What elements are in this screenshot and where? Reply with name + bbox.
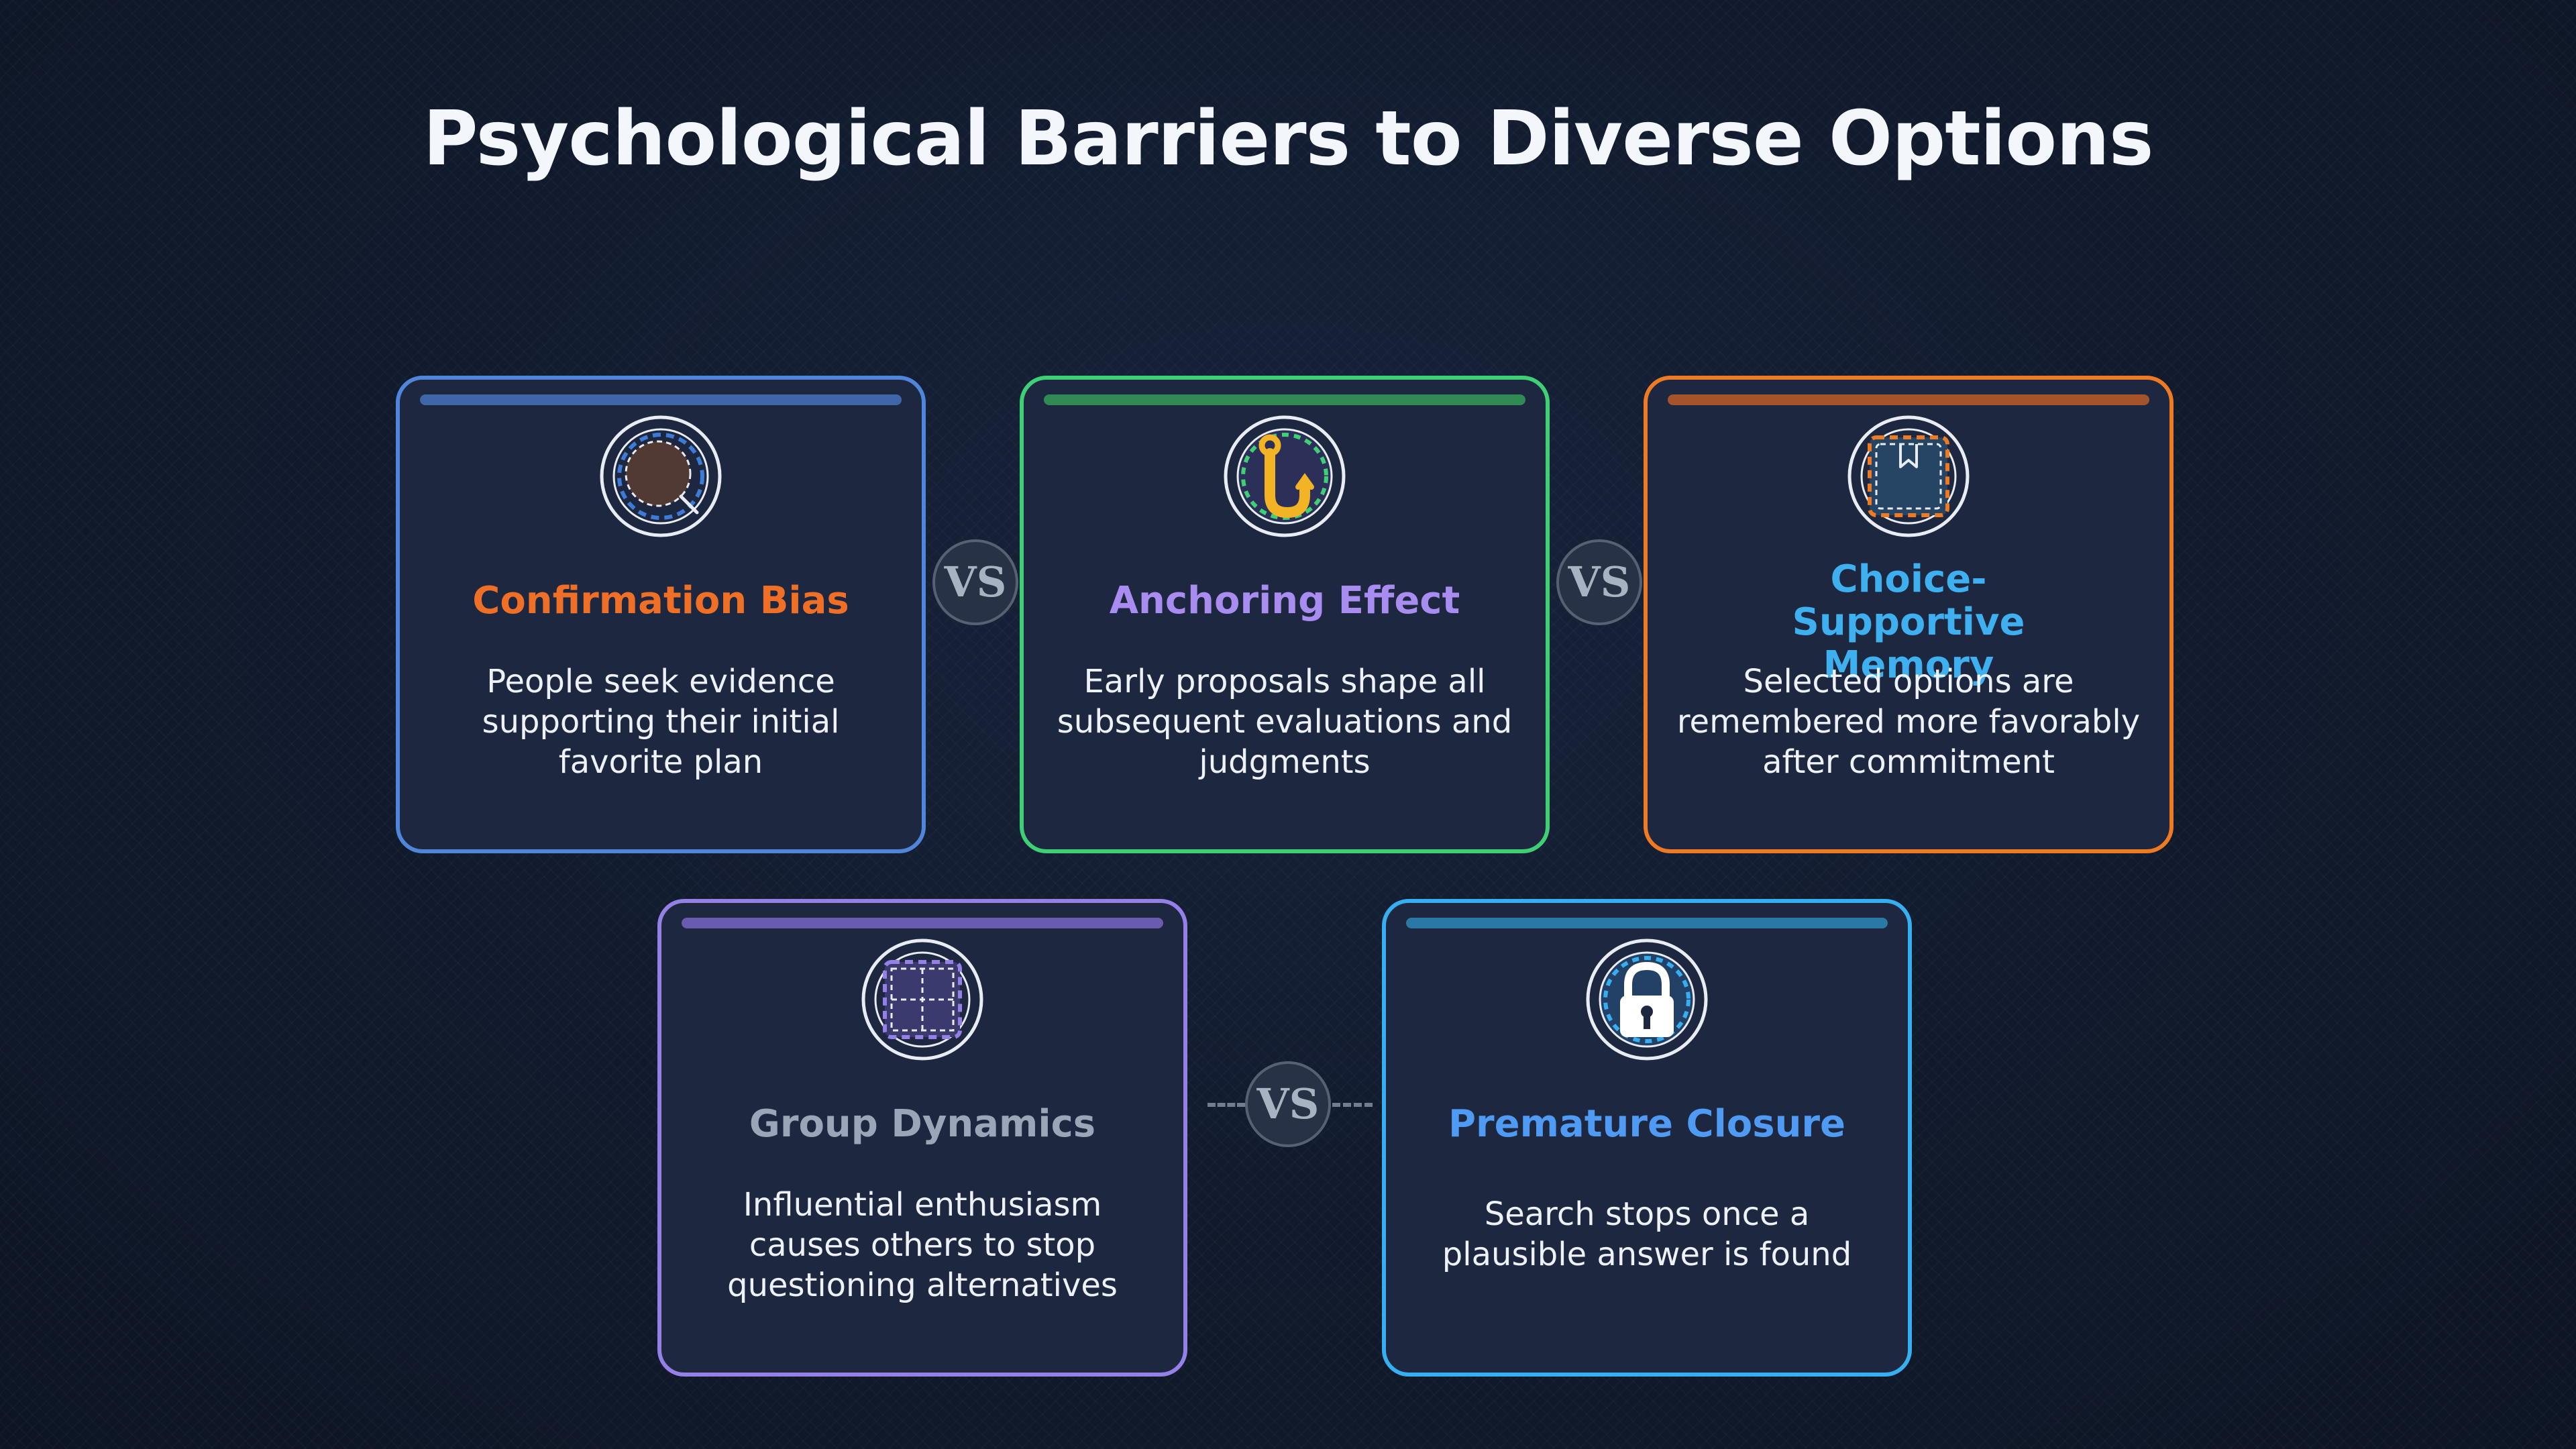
vs-badge-2: VS: [1556, 539, 1642, 625]
card-title: Group Dynamics: [749, 1102, 1096, 1146]
card-accent-bar: [1406, 918, 1888, 928]
vs-badge-3: VS: [1245, 1061, 1331, 1147]
vs-badge-1: VS: [932, 539, 1018, 625]
magnifier-icon: [599, 415, 722, 538]
grid-icon: [861, 938, 984, 1061]
card-description: People seek evidence supporting their in…: [482, 663, 840, 781]
card-accent-bar: [1044, 394, 1525, 405]
card-description: Influential enthusiasm causes others to …: [727, 1186, 1118, 1304]
card-description: Early proposals shape all subsequent eva…: [1057, 663, 1513, 781]
card-title: Choice-Supportive Memory: [1792, 557, 2025, 687]
card-premature-closure: Premature Closure Search stops once a pl…: [1382, 899, 1912, 1377]
card-title: Anchoring Effect: [1109, 579, 1460, 623]
vs-connector-line-left: [1208, 1103, 1245, 1107]
card-description: Selected options are remembered more fav…: [1676, 663, 2141, 781]
card-accent-bar: [682, 918, 1163, 928]
card-accent-bar: [1668, 394, 2149, 405]
card-accent-bar: [420, 394, 902, 405]
card-group-dynamics: Group Dynamics Influential enthusiasm ca…: [657, 899, 1187, 1377]
bookmark-icon: [1847, 415, 1970, 538]
card-confirmation-bias: Confirmation Bias People seek evidence s…: [396, 376, 926, 853]
card-anchoring-effect: Anchoring Effect Early proposals shape a…: [1020, 376, 1550, 853]
vs-connector-line-right: [1332, 1103, 1373, 1107]
lock-icon: [1585, 938, 1709, 1061]
anchor-hook-icon: [1223, 415, 1346, 538]
page-title: Psychological Barriers to Diverse Option…: [423, 95, 2153, 182]
card-choice-supportive-memory: Choice-Supportive Memory Selected option…: [1644, 376, 2174, 853]
card-title: Premature Closure: [1448, 1102, 1846, 1146]
card-title: Confirmation Bias: [472, 579, 849, 623]
card-description: Search stops once a plausible answer is …: [1442, 1195, 1852, 1273]
